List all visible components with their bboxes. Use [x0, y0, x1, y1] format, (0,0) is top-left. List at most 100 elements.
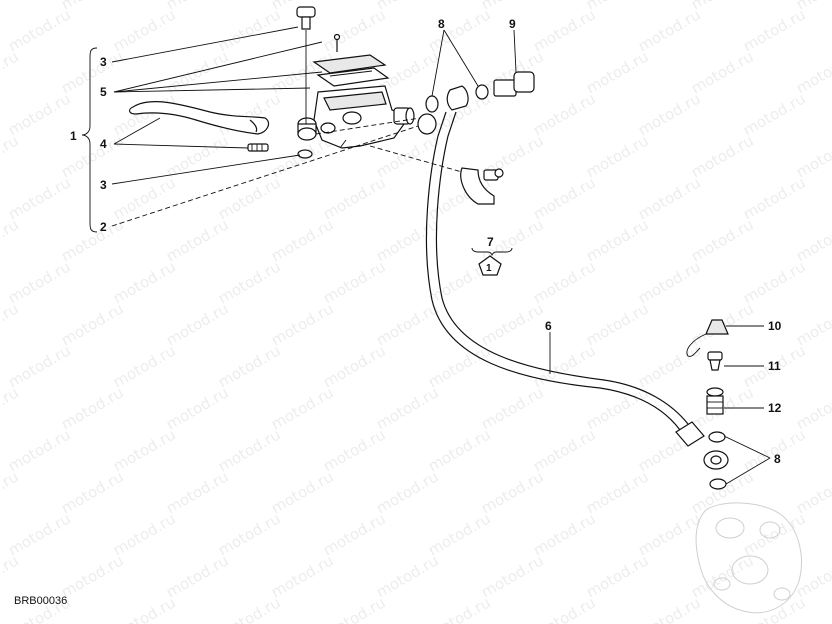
adjuster-screw	[247, 143, 269, 152]
bleeder-screw	[707, 351, 723, 371]
watermark-text: motod.ru	[530, 89, 599, 139]
watermark-text: motod.ru	[58, 215, 127, 265]
watermark-text: motod.ru	[740, 257, 809, 307]
hose-ferrule	[675, 421, 705, 447]
callout-7-badge-number: 1	[486, 263, 492, 274]
watermark-text: motod.ru	[163, 299, 232, 349]
brake-hose	[425, 111, 705, 447]
brake-lever	[129, 101, 270, 135]
watermark-text: motod.ru	[373, 467, 442, 517]
callout-4: 4	[100, 137, 107, 151]
watermark-text: motod.ru	[163, 0, 232, 13]
callout-12: 12	[768, 401, 782, 415]
leader-lines	[111, 26, 771, 485]
watermark-text: motod.ru	[110, 341, 179, 391]
callout-1: 1	[70, 129, 77, 143]
watermark-text: motod.ru	[740, 425, 809, 475]
washer-lower-a	[708, 431, 726, 443]
pin	[333, 33, 341, 52]
bleeder-bush	[706, 387, 724, 415]
master-cylinder-assembly	[129, 6, 437, 159]
watermark-text: motod.ru	[688, 47, 757, 97]
watermark-text: motod.ru	[478, 551, 547, 601]
callout-10: 10	[768, 319, 782, 333]
watermark-text: motod.ru	[320, 509, 389, 559]
watermark-text: motod.ru	[268, 215, 337, 265]
watermark-text: motod.ru	[373, 0, 442, 13]
watermark-text: motod.ru	[163, 467, 232, 517]
watermark-text: motod.ru	[0, 131, 22, 181]
watermark-text: motod.ru	[635, 257, 704, 307]
watermark-text: motod.ru	[583, 215, 652, 265]
watermark-text: motod.ru	[478, 383, 547, 433]
callout-6: 6	[545, 319, 552, 333]
drawing-code: BRB00036	[14, 595, 67, 607]
cylinder-body	[313, 85, 415, 149]
watermark-text: motod.ru	[215, 509, 284, 559]
upper-banjo-fitting	[425, 71, 535, 113]
watermark-text: motod.ru	[583, 0, 652, 13]
watermark-text: motod.ru	[530, 425, 599, 475]
watermark-text: motod.ru	[0, 383, 22, 433]
watermark-text: motod.ru	[425, 341, 494, 391]
watermark-text: motod.ru	[635, 593, 704, 624]
watermark-text: motod.ru	[688, 467, 757, 517]
watermark-text: motod.ru	[5, 89, 74, 139]
watermark-text: motod.ru	[635, 89, 704, 139]
watermark-text: motod.ru	[110, 425, 179, 475]
callout-2: 2	[100, 220, 107, 234]
watermark-text: motod.ru	[425, 5, 494, 55]
watermark-text: motod.ru	[268, 47, 337, 97]
watermark-text: motod.ru	[58, 131, 127, 181]
group-bracket	[81, 47, 98, 233]
callout-8-upper: 8	[438, 17, 445, 31]
watermark-text: motod.ru	[425, 425, 494, 475]
watermark-text: motod.ru	[688, 131, 757, 181]
dust-boot	[417, 113, 437, 135]
washer-upper-b	[475, 84, 489, 100]
watermark-text: motod.ru	[320, 425, 389, 475]
watermark-text: motod.ru	[5, 341, 74, 391]
watermark-text: motod.ru	[268, 551, 337, 601]
watermark-text: motod.ru	[5, 257, 74, 307]
lever-washer	[297, 149, 313, 159]
watermark-text: motod.ru	[530, 593, 599, 624]
watermark-text: motod.ru	[320, 593, 389, 624]
watermark-text: motod.ru	[583, 299, 652, 349]
watermark-text: motod.ru	[373, 215, 442, 265]
watermark-text: motod.ru	[478, 467, 547, 517]
watermark-text: motod.ru	[425, 593, 494, 624]
callout-7: 7	[487, 235, 494, 249]
watermark-text: motod.ru	[740, 5, 809, 55]
watermark-text: motod.ru	[0, 0, 22, 13]
watermark-text: motod.ru	[0, 47, 22, 97]
watermark-text: motod.ru	[583, 47, 652, 97]
watermark-text: motod.ru	[58, 551, 127, 601]
watermark-text: motod.ru	[320, 257, 389, 307]
watermark-text: motod.ru	[425, 509, 494, 559]
watermark-text: motod.ru	[583, 551, 652, 601]
watermark-text: motod.ru	[110, 509, 179, 559]
watermark-text: motod.ru	[478, 0, 547, 13]
watermark-text: motod.ru	[688, 0, 757, 13]
watermark-text: motod.ru	[320, 5, 389, 55]
watermark-text: motod.ru	[373, 551, 442, 601]
callout-8-lower: 8	[774, 452, 781, 466]
washer-lower-b	[709, 478, 727, 490]
watermark-text: motod.ru	[478, 299, 547, 349]
watermark-text: motod.ru	[740, 89, 809, 139]
watermark-text: motod.ru	[163, 551, 232, 601]
watermark-text: motod.ru	[530, 173, 599, 223]
watermark-text: motod.ru	[320, 341, 389, 391]
watermark-text: motod.ru	[163, 131, 232, 181]
reservoir-cover	[312, 54, 390, 87]
banjo-bolt	[493, 71, 535, 97]
watermark-text: motod.ru	[58, 299, 127, 349]
watermark-text: motod.ru	[583, 467, 652, 517]
callout-9: 9	[509, 17, 516, 31]
watermark-text: motod.ru	[373, 299, 442, 349]
watermark-text: motod.ru	[215, 341, 284, 391]
